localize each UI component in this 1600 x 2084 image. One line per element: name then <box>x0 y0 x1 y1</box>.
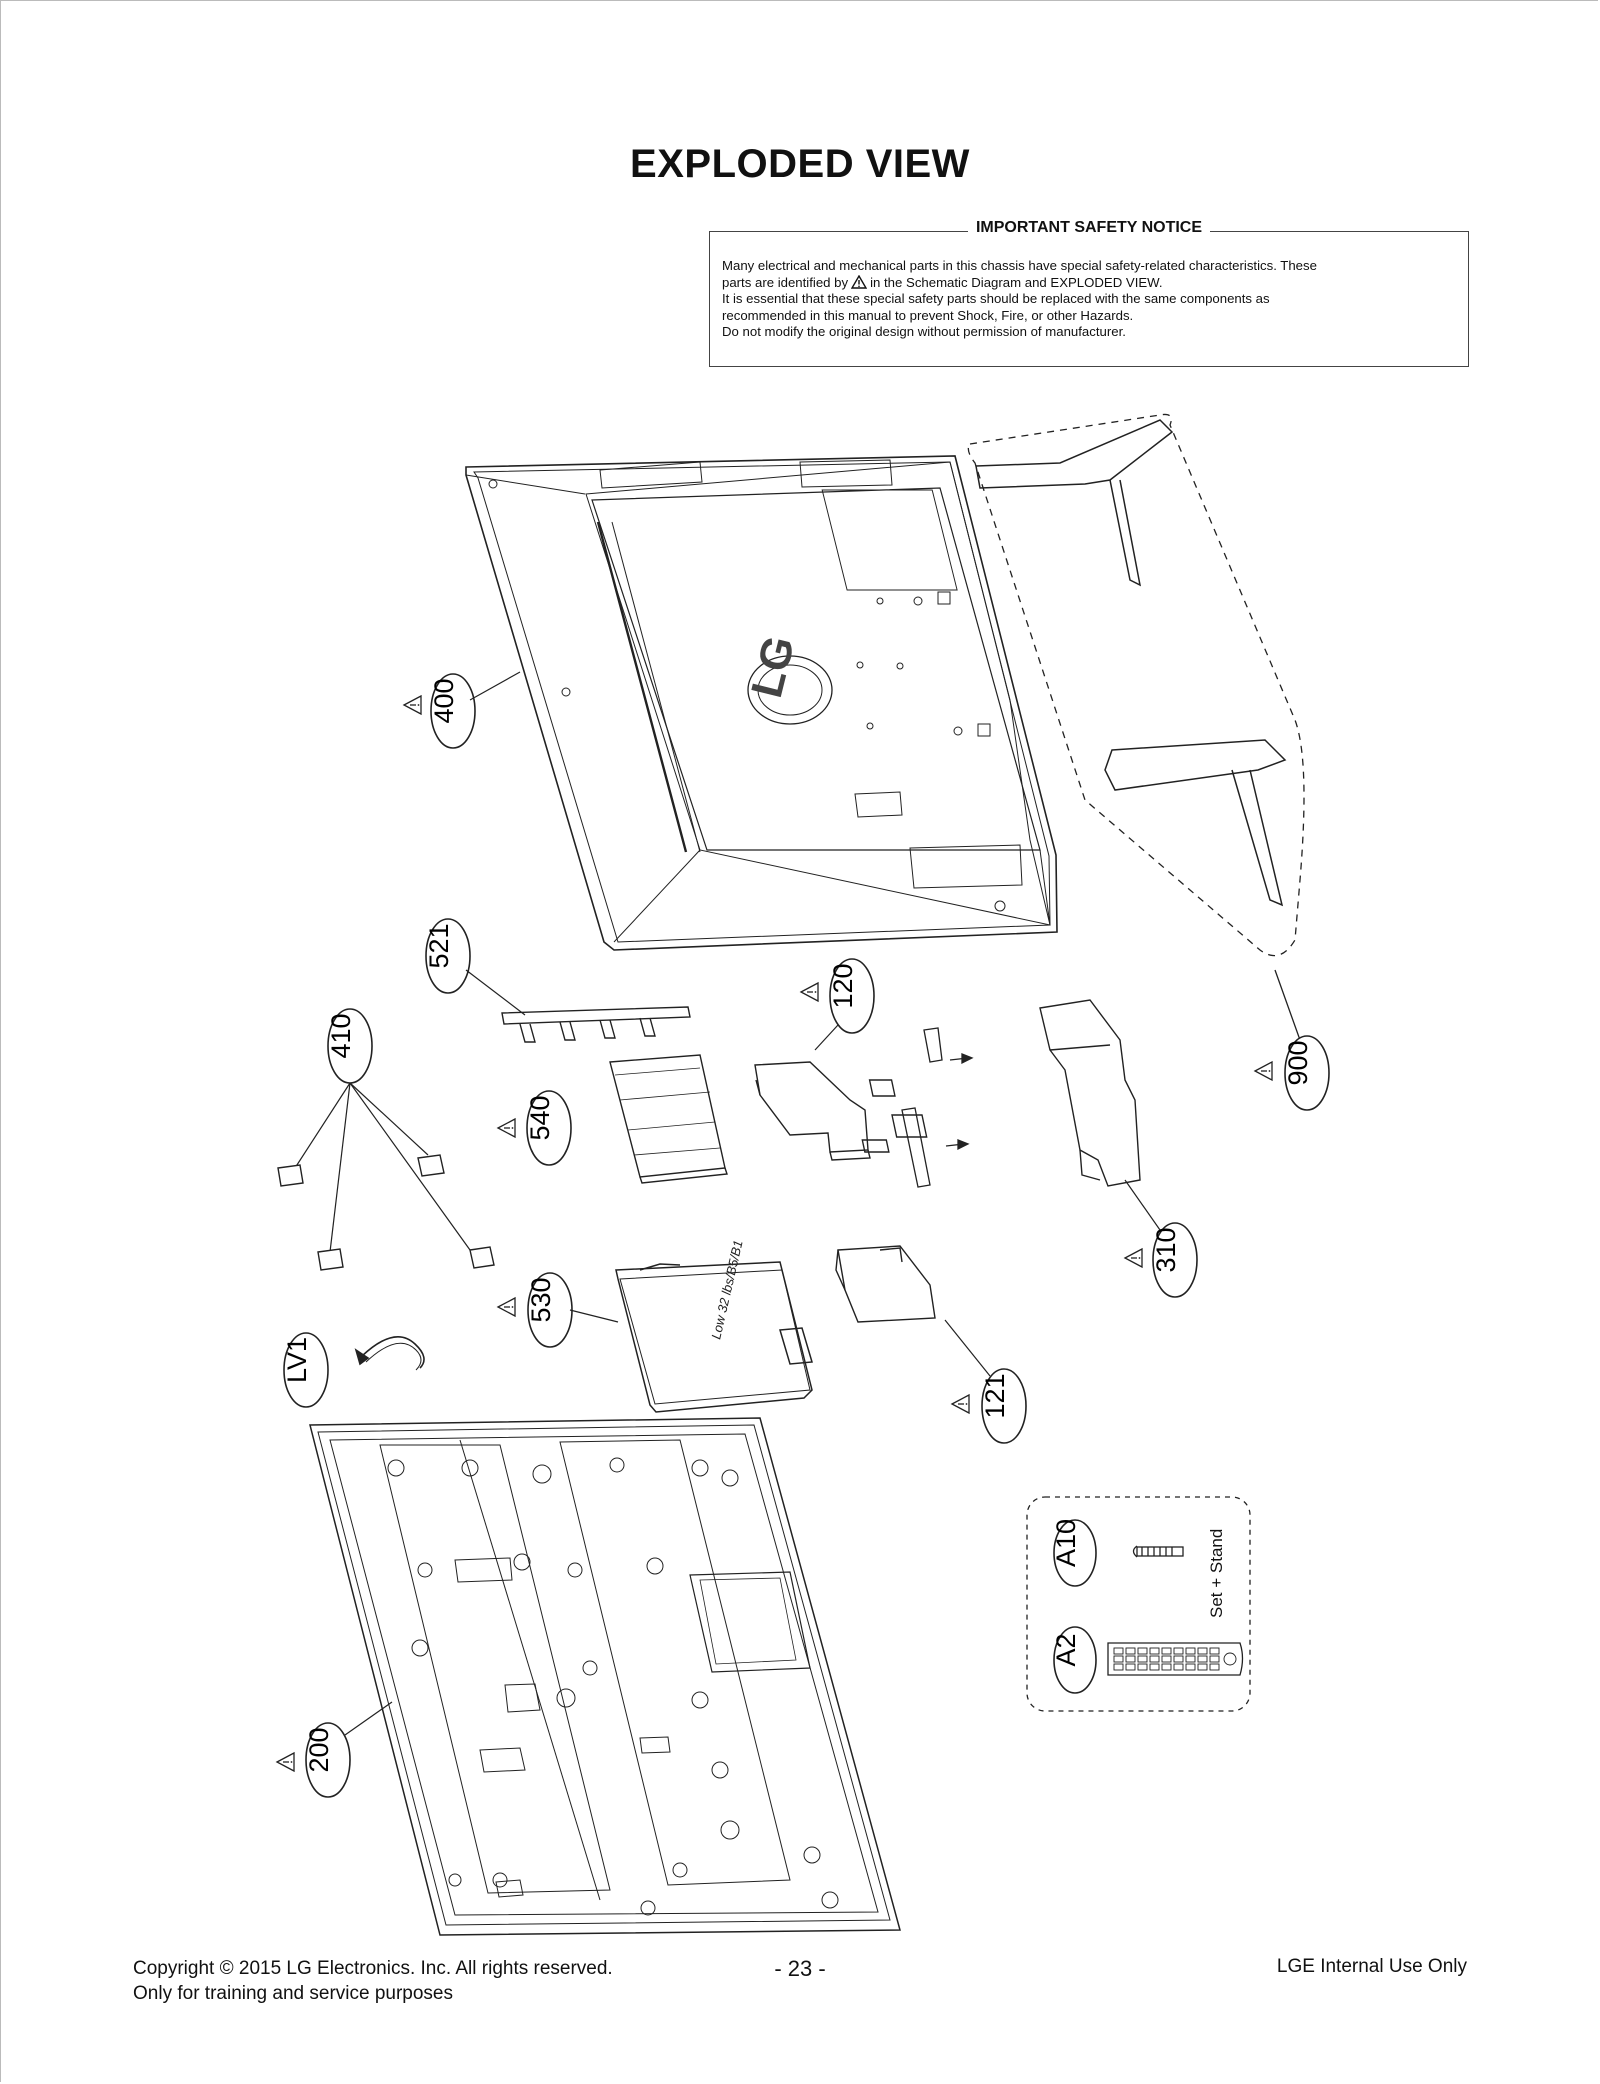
svg-text:400: 400 <box>429 678 459 723</box>
svg-text:A2: A2 <box>1051 1633 1081 1666</box>
clips-410 <box>277 1154 495 1271</box>
svg-text:120: 120 <box>828 963 858 1008</box>
notice-line-4: recommended in this manual to prevent Sh… <box>722 307 1134 323</box>
screw-a10 <box>1132 1545 1184 1558</box>
psu-cover-530 <box>615 1261 813 1413</box>
speaker-parts <box>901 1027 974 1188</box>
safety-notice-title: IMPORTANT SAFETY NOTICE <box>967 219 1211 236</box>
psu-label: Low 32 lbs/B5/B1 <box>708 1239 745 1341</box>
svg-text:LV1: LV1 <box>282 1337 312 1383</box>
callout-521: 521 <box>424 918 526 1016</box>
svg-text:540: 540 <box>525 1095 555 1140</box>
panel-frame-200 <box>309 1417 901 1936</box>
back-cover-400 <box>465 455 1058 951</box>
notice-line-2a: parts are identified by <box>722 274 849 290</box>
notice-line-3: It is essential that these special safet… <box>722 291 1270 306</box>
copyright-line-1: Copyright © 2015 LG Electronics. Inc. Al… <box>133 1958 613 1979</box>
svg-text:521: 521 <box>424 923 454 968</box>
stand-bracket-310 <box>1039 999 1141 1187</box>
callout-530: 530 <box>497 1272 619 1348</box>
callout-900: 900 <box>1254 1035 1330 1111</box>
notice-line-2b: in the Schematic Diagram and EXPLODED VI… <box>870 274 1163 290</box>
callout-540: 540 <box>497 1090 572 1166</box>
svg-text:A10: A10 <box>1051 1519 1081 1567</box>
callout-400: 400 <box>403 671 521 749</box>
callout-lv1: LV1 <box>282 1332 329 1408</box>
svg-text:410: 410 <box>326 1013 356 1058</box>
notice-line-5: Do not modify the original design withou… <box>722 324 1126 339</box>
remote-a2 <box>1107 1642 1244 1676</box>
callout-a10 <box>1053 1519 1097 1587</box>
callout-310: 310 <box>1124 1179 1198 1298</box>
notice-line-1: Many electrical and mechanical parts in … <box>722 258 1317 273</box>
set-stand-label: Set + Stand <box>1207 1529 1226 1618</box>
part-121 <box>835 1245 936 1323</box>
safety-notice-box: IMPORTANT SAFETY NOTICE Many electrical … <box>709 219 1469 367</box>
internal-use-label: LGE Internal Use Only <box>1276 1956 1467 1977</box>
page-title: EXPLODED VIEW <box>630 142 970 186</box>
warning-triangle-icon <box>851 274 868 289</box>
callout-121: 121 <box>944 1319 1027 1444</box>
callout-a2 <box>1053 1626 1097 1694</box>
svg-text:310: 310 <box>1151 1227 1181 1272</box>
lg-logo: LG <box>742 631 804 702</box>
main-board-540 <box>609 1054 928 1184</box>
bracket-521 <box>501 1006 691 1043</box>
accessory-box: A10 A2 Set + Stand <box>1026 1496 1251 1712</box>
svg-text:900: 900 <box>1283 1040 1313 1085</box>
svg-text:530: 530 <box>526 1277 556 1322</box>
footer-copyright: Copyright © 2015 LG Electronics. Inc. Al… <box>133 1956 613 2006</box>
safety-notice-body: Many electrical and mechanical parts in … <box>722 258 1456 341</box>
copyright-line-2: Only for training and service purposes <box>133 1983 453 2004</box>
power-board-120 <box>754 1061 871 1161</box>
svg-text:121: 121 <box>980 1373 1010 1418</box>
svg-text:200: 200 <box>304 1727 334 1772</box>
page-number: - 23 - <box>774 1956 826 1981</box>
cable-lv1 <box>354 1336 425 1371</box>
callout-410: 410 <box>294 1008 471 1253</box>
callout-120: 120 <box>800 958 875 1051</box>
stand-900 <box>967 413 1305 957</box>
callout-200: 200 <box>276 1701 393 1798</box>
